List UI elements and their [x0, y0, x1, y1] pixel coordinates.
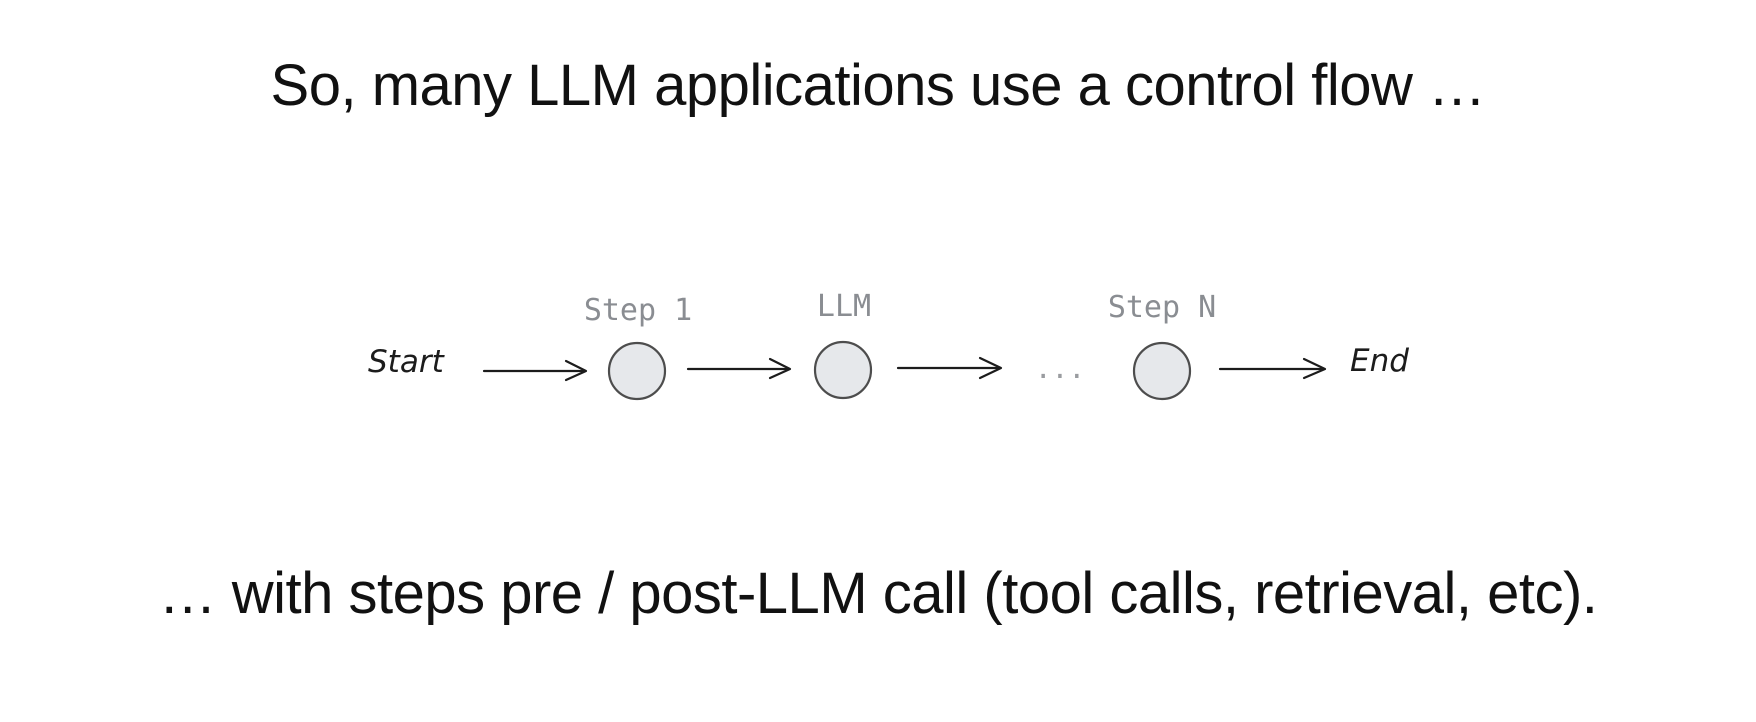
start-label: Start — [368, 344, 446, 380]
gap-ellipsis: ... — [1035, 352, 1086, 385]
arrow-llm-to-gap — [896, 356, 1003, 380]
node-step-1-label: Step 1 — [584, 293, 692, 328]
arrow-stepn-to-end — [1218, 357, 1327, 380]
node-llm: LLM — [813, 289, 873, 400]
node-step-n-label: Step N — [1108, 290, 1216, 325]
node-step-1-circle — [607, 341, 667, 401]
end-label: End — [1350, 343, 1409, 379]
slide-title: So, many LLM applications use a control … — [270, 53, 1486, 118]
control-flow-diagram: Start Step 1 LLM ... Step — [368, 289, 1409, 401]
node-step-n: Step N — [1108, 290, 1216, 401]
arrow-start-to-step1 — [482, 359, 588, 382]
slide-caption: … with steps pre / post-LLM call (tool c… — [158, 561, 1598, 626]
arrow-step1-to-llm — [686, 357, 792, 380]
node-step-1: Step 1 — [584, 293, 692, 401]
node-llm-label: LLM — [817, 289, 871, 324]
node-llm-circle — [813, 340, 873, 400]
node-step-n-circle — [1132, 341, 1192, 401]
